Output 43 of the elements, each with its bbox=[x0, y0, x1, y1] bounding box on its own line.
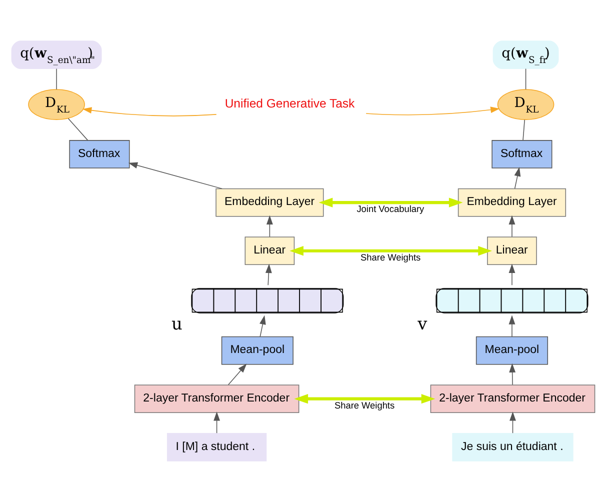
arrow bbox=[265, 264, 272, 286]
connector bbox=[68, 118, 88, 141]
node-box: 2-layer Transformer Encoder bbox=[430, 384, 596, 414]
node-box: q(w$_{S_fr}$) bbox=[492, 40, 559, 70]
arrow bbox=[509, 363, 516, 386]
arrow bbox=[260, 315, 266, 337]
arrow bbox=[266, 215, 273, 238]
node-box: Linear bbox=[244, 236, 295, 266]
node-box: Je suis un étudiant . bbox=[452, 432, 574, 462]
arrow bbox=[508, 264, 516, 286]
node-box: Embedding Layer bbox=[458, 188, 566, 217]
node-ellipse: D$_{KL}$ bbox=[28, 89, 85, 120]
arrow bbox=[514, 167, 521, 189]
arrow bbox=[82, 107, 217, 116]
node-box: Embedding Layer bbox=[216, 188, 324, 217]
edge-label: Share Weights bbox=[360, 252, 421, 263]
node-box: Linear bbox=[487, 236, 537, 266]
arrow bbox=[508, 215, 516, 238]
node-box: Mean-pool bbox=[476, 336, 548, 365]
node-box: Mean-pool bbox=[221, 336, 294, 365]
node-text: Unified Generative Task bbox=[224, 96, 355, 110]
node-box: 2-layer Transformer Encoder bbox=[134, 384, 300, 414]
node-box: Softmax bbox=[69, 140, 130, 168]
node-box: I [M] a student . bbox=[166, 432, 267, 462]
arrow bbox=[214, 412, 220, 434]
arrow bbox=[128, 162, 222, 190]
connector bbox=[522, 119, 525, 141]
node-box: Softmax bbox=[492, 140, 552, 168]
edge-label: Joint Vocabulary bbox=[356, 204, 424, 214]
arrow bbox=[290, 246, 492, 256]
node-label: u bbox=[172, 314, 182, 334]
node-box: q(w$_{S_en\"am"}$) bbox=[11, 40, 102, 70]
arrow bbox=[294, 394, 436, 404]
arrow bbox=[510, 412, 516, 434]
node-label: v bbox=[418, 314, 428, 334]
edge-label: Share Weights bbox=[334, 400, 395, 410]
arrow bbox=[318, 198, 463, 208]
connector bbox=[525, 68, 526, 90]
connector bbox=[56, 68, 57, 90]
arrow bbox=[508, 315, 516, 337]
arrow bbox=[366, 106, 500, 116]
arrow bbox=[228, 364, 247, 386]
node-ellipse: D$_{KL}$ bbox=[497, 89, 554, 120]
